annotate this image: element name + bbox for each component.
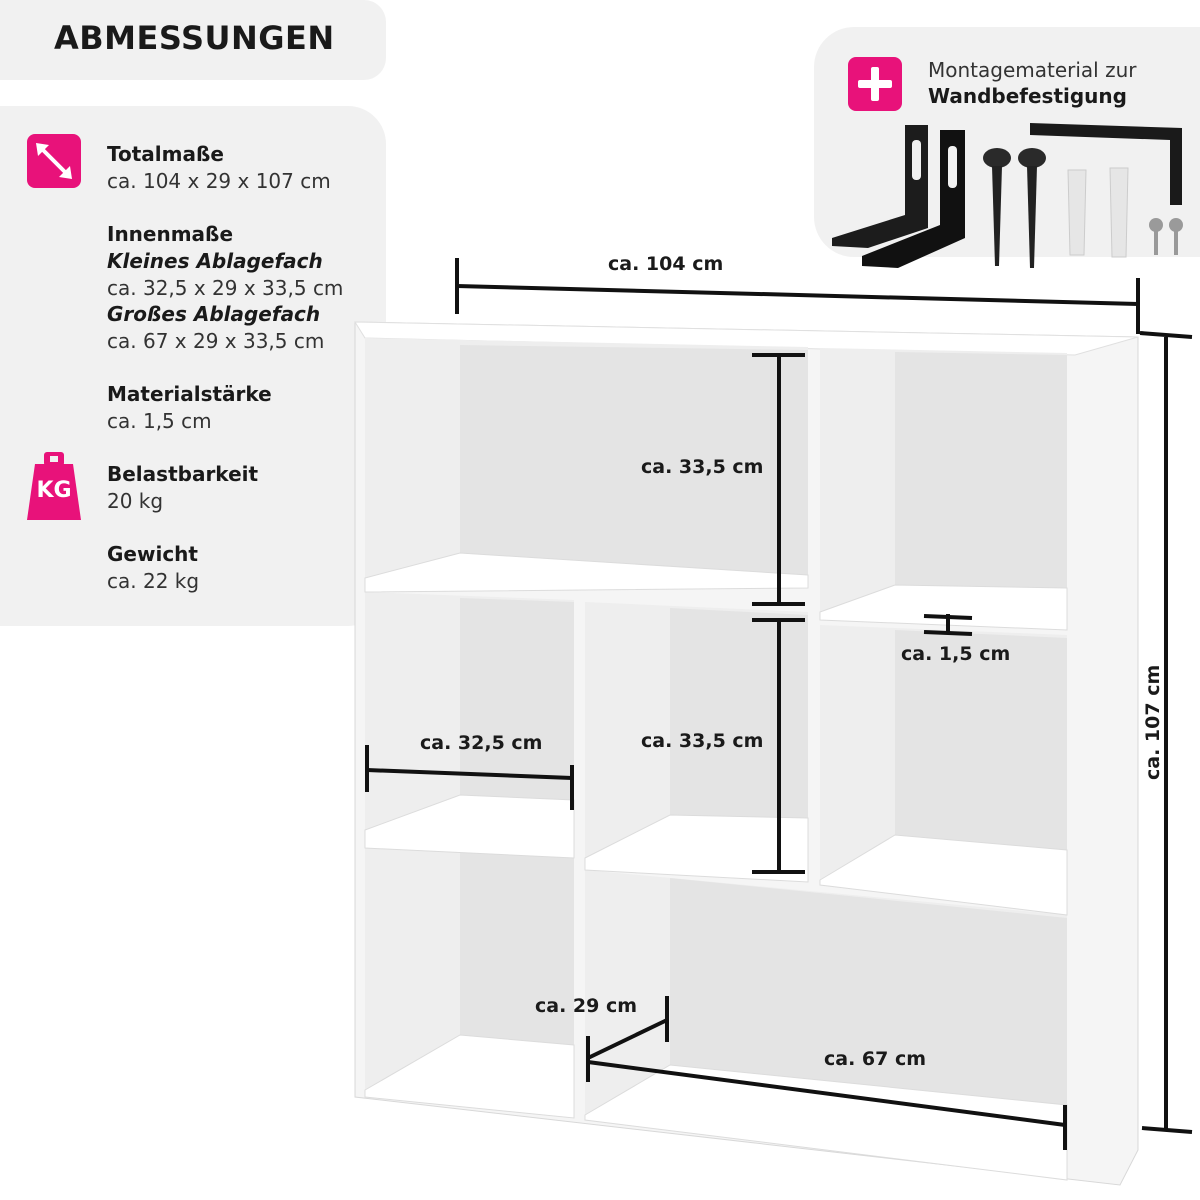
- material-thickness-label: Materialstärke: [107, 382, 272, 406]
- shelf-body: [354, 321, 1139, 1186]
- spec-panel: [0, 106, 386, 626]
- total-dimensions-value: ca. 104 x 29 x 107 cm: [107, 169, 331, 193]
- kg-icon-text: KG: [36, 478, 72, 503]
- mounting-text-line2: Wandbefestigung: [928, 84, 1127, 108]
- mounting-text-line1: Montagematerial zur: [928, 58, 1137, 82]
- load-capacity-value: 20 kg: [107, 489, 164, 513]
- load-capacity-label: Belastbarkeit: [107, 462, 259, 486]
- page-title: ABMESSUNGEN: [54, 19, 335, 57]
- material-thickness-value: ca. 1,5 cm: [107, 409, 212, 433]
- large-compartment-label: Großes Ablagefach: [107, 302, 321, 326]
- weight-label: Gewicht: [107, 542, 198, 566]
- width-dimension-label: ca. 104 cm: [608, 253, 724, 275]
- height-dimension-label: ca. 107 cm: [1142, 664, 1164, 780]
- mounting-hardware: [832, 123, 1183, 268]
- top-compartment-height-label: ca. 33,5 cm: [641, 456, 764, 478]
- middle-compartment-height-label: ca. 33,5 cm: [641, 730, 764, 752]
- large-compartment-width-label: ca. 67 cm: [824, 1048, 927, 1070]
- kg-weight-icon: KG: [27, 452, 81, 520]
- small-compartment-width-label: ca. 32,5 cm: [420, 732, 543, 754]
- inner-dimensions-label: Innenmaße: [107, 222, 234, 246]
- dimension-lines: [365, 258, 1193, 1150]
- plus-icon: [848, 57, 902, 111]
- large-compartment-value: ca. 67 x 29 x 33,5 cm: [107, 329, 325, 353]
- title-panel: [0, 0, 386, 80]
- diagonal-arrows-icon: [27, 134, 81, 188]
- small-compartment-label: Kleines Ablagefach: [107, 249, 323, 273]
- depth-dimension-label: ca. 29 cm: [535, 995, 638, 1017]
- small-compartment-value: ca. 32,5 x 29 x 33,5 cm: [107, 276, 344, 300]
- total-dimensions-label: Totalmaße: [107, 142, 224, 166]
- board-thickness-label: ca. 1,5 cm: [901, 643, 1011, 665]
- weight-value: ca. 22 kg: [107, 569, 200, 593]
